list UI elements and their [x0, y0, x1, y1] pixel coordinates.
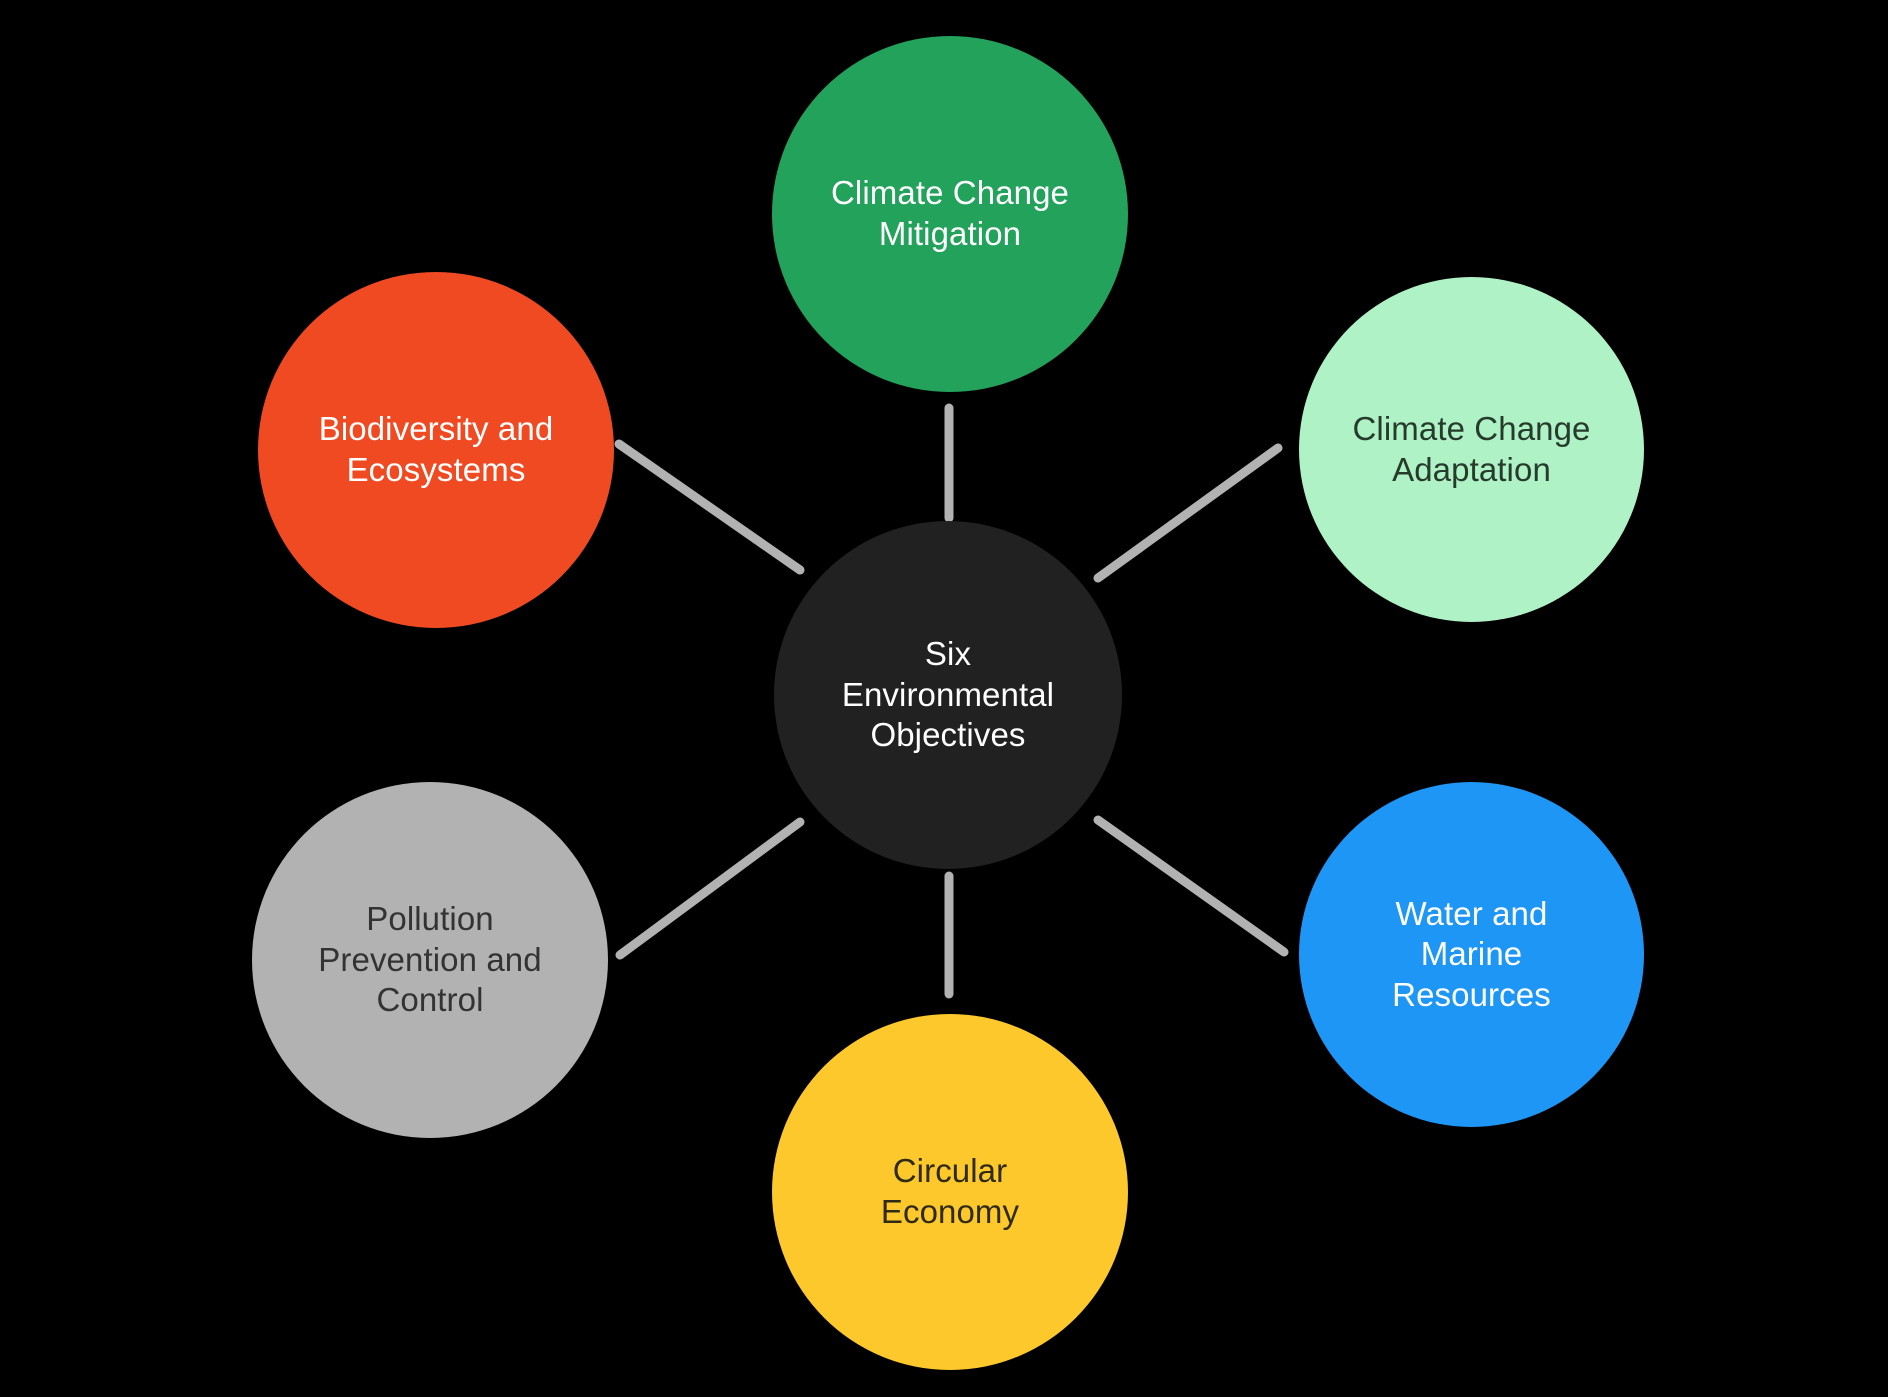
node-six-environmental-objectives[interactable]: Six Environmental Objectives	[774, 521, 1122, 869]
connector-center-to-pollution	[615, 817, 805, 960]
node-biodiversity-label: Biodiversity and Ecosystems	[318, 410, 554, 488]
node-circular-label: Circular Economy	[880, 1152, 1020, 1230]
node-pollution-prevention-and-control[interactable]: Pollution Prevention and Control	[252, 782, 608, 1138]
node-center-label: Six Environmental Objectives	[841, 635, 1055, 754]
node-biodiversity-and-ecosystems[interactable]: Biodiversity and Ecosystems	[258, 272, 614, 628]
node-water-label: Water and Marine Resources	[1392, 894, 1551, 1013]
node-mitigation-label: Climate Change Mitigation	[830, 174, 1070, 252]
connector-center-to-biodiversity	[614, 439, 805, 575]
node-water-and-marine-resources[interactable]: Water and Marine Resources	[1299, 782, 1644, 1127]
node-climate-change-adaptation[interactable]: Climate Change Adaptation	[1299, 277, 1644, 622]
node-climate-change-mitigation[interactable]: Climate Change Mitigation	[772, 36, 1128, 392]
connector-center-to-water	[1093, 815, 1289, 957]
node-circular-economy[interactable]: Circular Economy	[772, 1014, 1128, 1370]
node-pollution-label: Pollution Prevention and Control	[318, 900, 542, 1019]
node-adaptation-label: Climate Change Adaptation	[1352, 409, 1591, 488]
connector-center-to-adaptation	[1093, 443, 1283, 583]
